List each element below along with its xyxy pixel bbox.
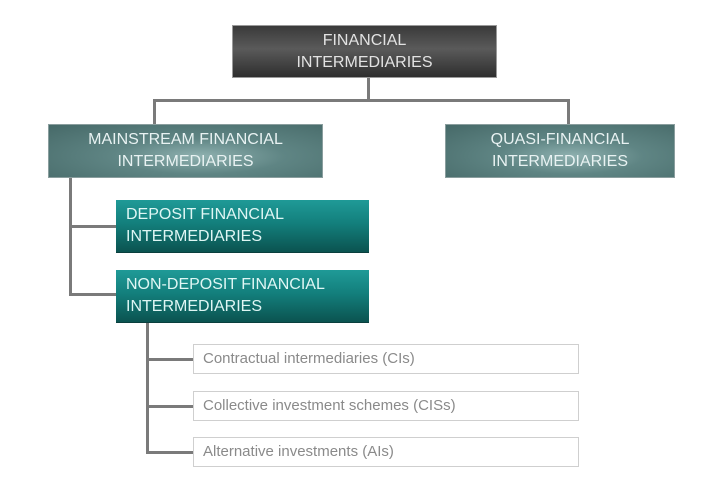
node-label-line2: INTERMEDIARIES — [117, 153, 254, 170]
node-label-line2: INTERMEDIARIES — [296, 53, 433, 71]
node-deposit-financial-intermediaries: DEPOSIT FINANCIAL INTERMEDIARIES — [116, 200, 369, 253]
node-label: Collective investment schemes (CISs) — [203, 397, 456, 414]
node-label: Alternative investments (AIs) — [203, 443, 394, 460]
connector-mainstream-trunk — [69, 178, 72, 295]
connector-root-down — [367, 78, 370, 101]
node-label-line1: NON-DEPOSIT FINANCIAL — [126, 276, 325, 293]
connector-to-leaf-2 — [146, 405, 193, 408]
node-label-line1: DEPOSIT FINANCIAL — [126, 206, 284, 223]
node-financial-intermediaries: FINANCIAL INTERMEDIARIES — [232, 25, 497, 78]
node-contractual-intermediaries: Contractual intermediaries (CIs) — [193, 344, 579, 374]
node-non-deposit-financial-intermediaries: NON-DEPOSIT FINANCIAL INTERMEDIARIES — [116, 270, 369, 323]
node-label-line2: INTERMEDIARIES — [491, 153, 628, 170]
node-alternative-investments: Alternative investments (AIs) — [193, 437, 579, 467]
node-quasi-financial-intermediaries: QUASI-FINANCIAL INTERMEDIARIES — [445, 124, 675, 178]
connector-to-mainstream — [153, 99, 156, 125]
connector-to-nondeposit — [69, 293, 116, 296]
node-label-line2: INTERMEDIARIES — [126, 298, 263, 315]
node-label-line1: MAINSTREAM FINANCIAL — [88, 131, 283, 148]
connector-nondeposit-trunk — [146, 323, 149, 454]
node-label-line1: QUASI-FINANCIAL — [490, 131, 630, 148]
node-label: Contractual intermediaries (CIs) — [203, 350, 415, 367]
node-mainstream-financial-intermediaries: MAINSTREAM FINANCIAL INTERMEDIARIES — [48, 124, 323, 178]
connector-level1-horizontal — [153, 99, 570, 102]
connector-to-leaf-1 — [146, 358, 193, 361]
node-label-line1: FINANCIAL — [322, 31, 407, 49]
node-label-line2: INTERMEDIARIES — [126, 228, 263, 245]
connector-to-quasi — [567, 99, 570, 125]
connector-to-leaf-3 — [146, 451, 193, 454]
connector-to-deposit — [69, 225, 116, 228]
node-collective-investment-schemes: Collective investment schemes (CISs) — [193, 391, 579, 421]
